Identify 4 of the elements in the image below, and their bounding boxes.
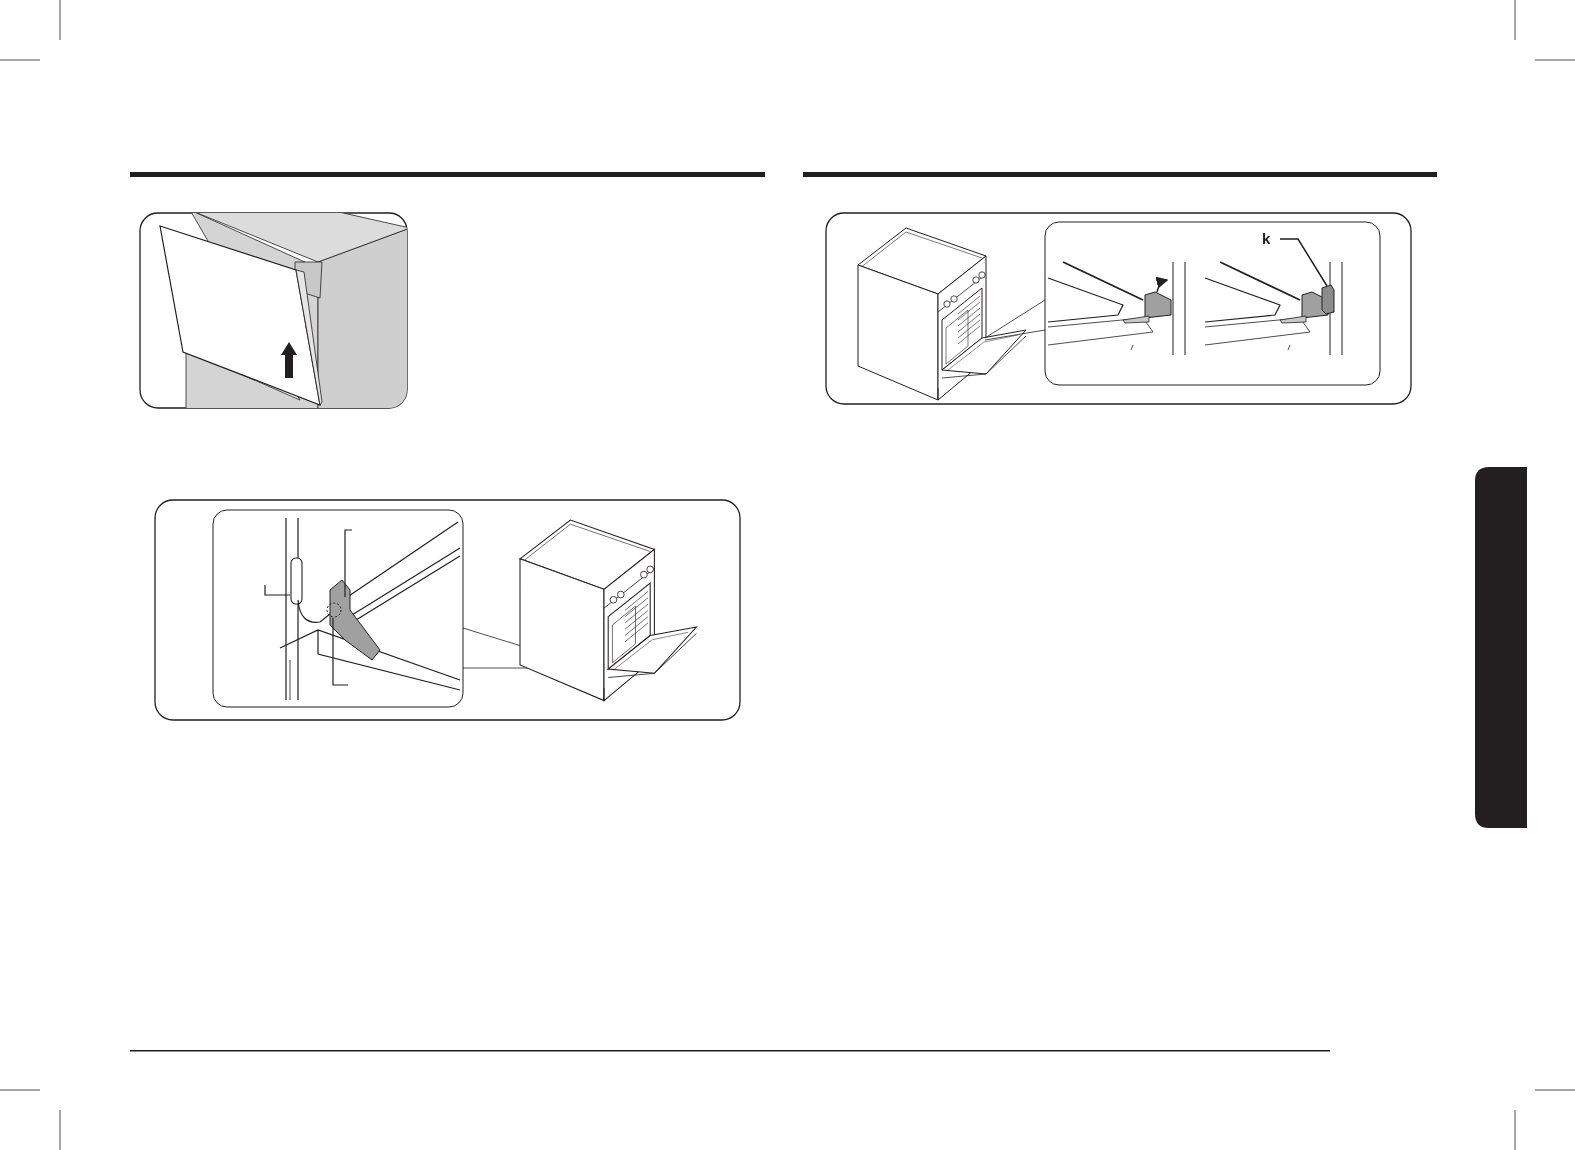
callout-letter: k [1262,231,1271,247]
hinge-lock-lever [1321,284,1335,315]
side-tab [1475,467,1527,828]
leader-line [1279,238,1328,287]
